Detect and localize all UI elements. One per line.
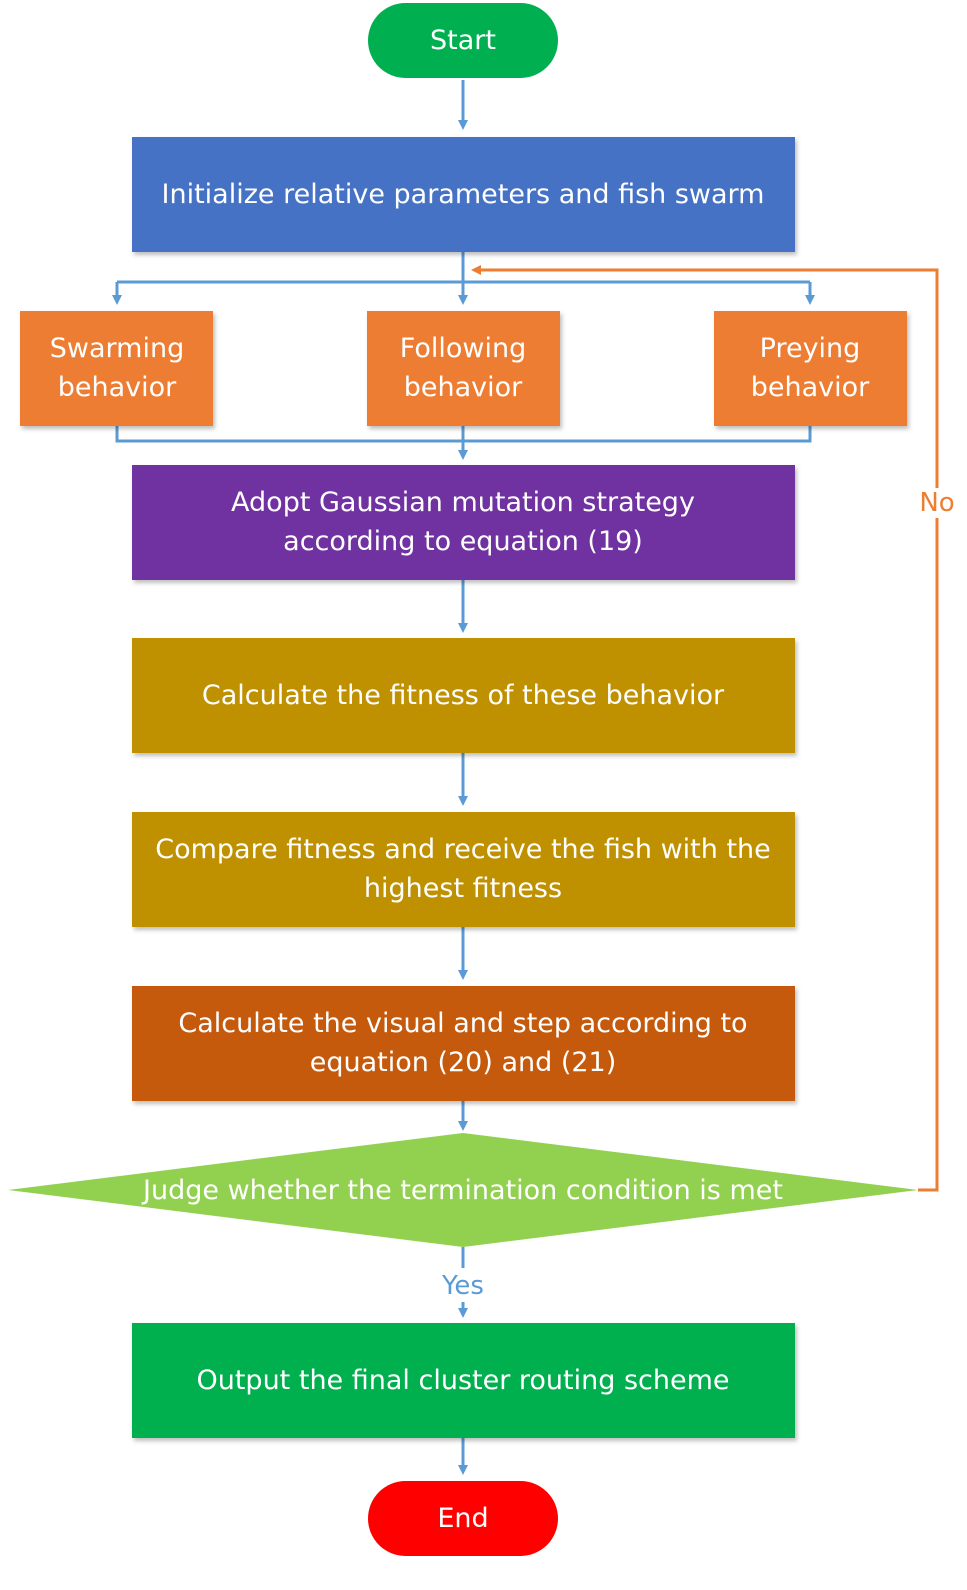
output-label: Output the final cluster routing scheme <box>196 1365 729 1396</box>
node-init: Initialize relative parameters and fish … <box>132 137 795 252</box>
output-box <box>132 1323 795 1438</box>
compare-label-line1: Compare fitness and receive the fish wit… <box>155 834 771 865</box>
start-terminal <box>368 3 558 78</box>
fitness-box <box>132 638 795 753</box>
edge-init-split <box>117 252 810 284</box>
node-gaussian: Adopt Gaussian mutation strategy accordi… <box>132 465 795 580</box>
init-box <box>132 137 795 252</box>
preying-label-line1: Preying <box>760 333 861 364</box>
preying-label-line2: behavior <box>751 372 870 403</box>
node-fitness: Calculate the fitness of these behavior <box>132 638 795 753</box>
node-swarming: Swarming behavior <box>20 311 213 426</box>
visual-step-box <box>132 986 795 1101</box>
node-compare: Compare fitness and receive the fish wit… <box>132 812 795 927</box>
edges <box>112 80 939 1475</box>
node-visual-step: Calculate the visual and step according … <box>132 986 795 1101</box>
judge-label: Judge whether the termination condition … <box>141 1175 783 1206</box>
end-label: End <box>437 1503 488 1534</box>
node-output: Output the final cluster routing scheme <box>132 1323 795 1438</box>
following-label-line1: Following <box>400 333 526 364</box>
end-terminal <box>368 1481 558 1556</box>
swarming-box <box>20 311 213 426</box>
following-box <box>367 311 560 426</box>
node-preying: Preying behavior <box>714 311 907 426</box>
node-judge: Judge whether the termination condition … <box>8 1133 918 1247</box>
no-label: No <box>919 488 954 518</box>
no-label-backing <box>917 488 957 518</box>
yes-label: Yes <box>441 1271 484 1301</box>
node-end: End <box>368 1481 558 1556</box>
swarming-label-line1: Swarming <box>50 333 184 364</box>
edge-behaviors-merge <box>115 426 812 443</box>
edge-judge-no-loop <box>471 265 939 1192</box>
visual-step-label-line1: Calculate the visual and step according … <box>178 1008 747 1039</box>
preying-box <box>714 311 907 426</box>
start-label: Start <box>430 25 496 56</box>
compare-label-line2: highest fitness <box>364 873 562 904</box>
init-label: Initialize relative parameters and fish … <box>162 179 765 210</box>
node-following: Following behavior <box>367 311 560 426</box>
compare-box <box>132 812 795 927</box>
following-label-line2: behavior <box>404 372 523 403</box>
gaussian-box <box>132 465 795 580</box>
swarming-label-line2: behavior <box>58 372 177 403</box>
judge-diamond <box>8 1133 918 1247</box>
fitness-label: Calculate the fitness of these behavior <box>202 680 725 711</box>
gaussian-label-line2: according to equation (19) <box>283 526 643 557</box>
node-start: Start <box>368 3 558 78</box>
gaussian-label-line1: Adopt Gaussian mutation strategy <box>231 487 695 518</box>
visual-step-label-line2: equation (20) and (21) <box>310 1047 617 1078</box>
